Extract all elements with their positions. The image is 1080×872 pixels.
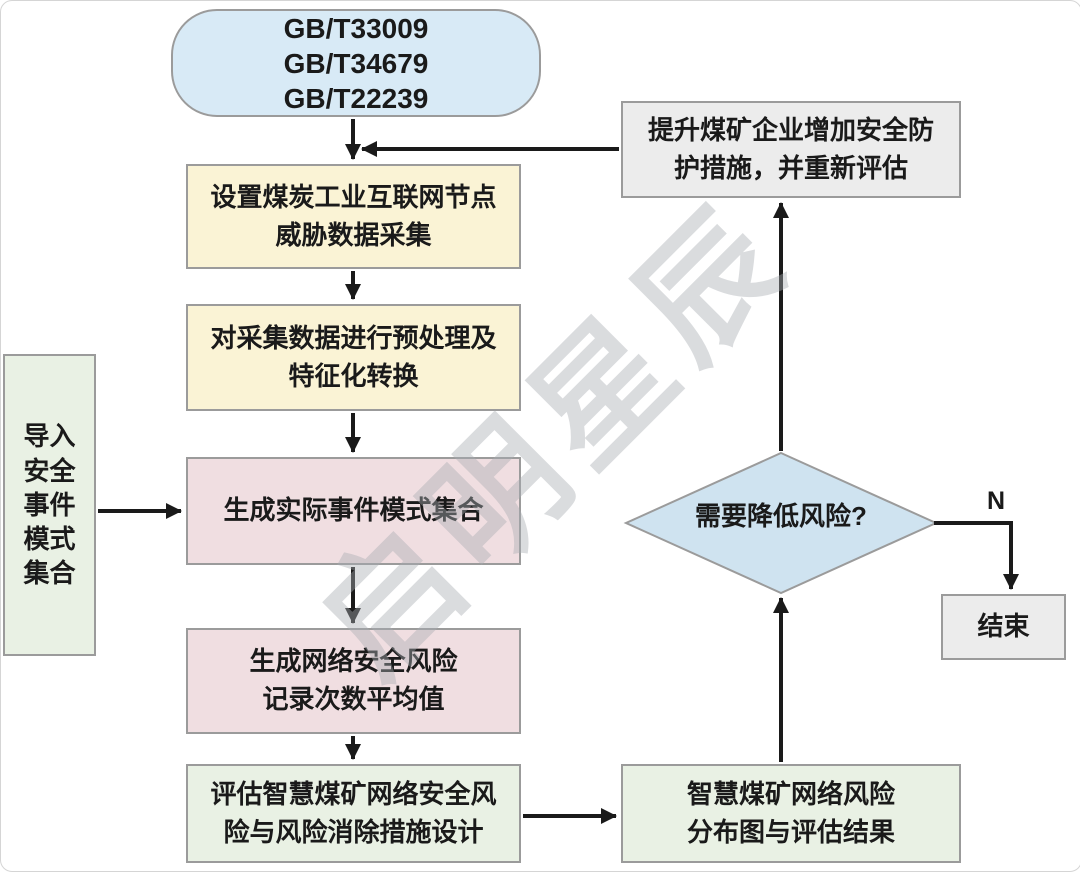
- decision-diamond-shape: [623, 451, 939, 595]
- standards-node: GB/T33009 GB/T34679 GB/T22239: [171, 9, 541, 117]
- generate-risk-average-node: 生成网络安全风险 记录次数平均值: [186, 628, 521, 734]
- import-event-pattern-node: 导入 安全 事件 模式 集合: [3, 354, 96, 656]
- arrow-decision-no-to-end: [934, 521, 1019, 590]
- preprocess-data-node: 对采集数据进行预处理及 特征化转换: [186, 304, 521, 411]
- end-node: 结束: [941, 594, 1066, 660]
- risk-map-result-node: 智慧煤矿网络风险 分布图与评估结果: [621, 764, 961, 863]
- collect-threat-data-node: 设置煤炭工业互联网节点 威胁数据采集: [186, 164, 521, 269]
- generate-event-pattern-node: 生成实际事件模式集合: [186, 457, 521, 565]
- evaluate-risk-node: 评估智慧煤矿网络安全风 险与风险消除措施设计: [186, 764, 521, 863]
- improve-protection-node: 提升煤矿企业增加安全防 护措施，并重新评估: [621, 101, 961, 198]
- no-branch-label: N: [986, 487, 1006, 515]
- decision-node-label: 需要降低风险?: [695, 501, 867, 531]
